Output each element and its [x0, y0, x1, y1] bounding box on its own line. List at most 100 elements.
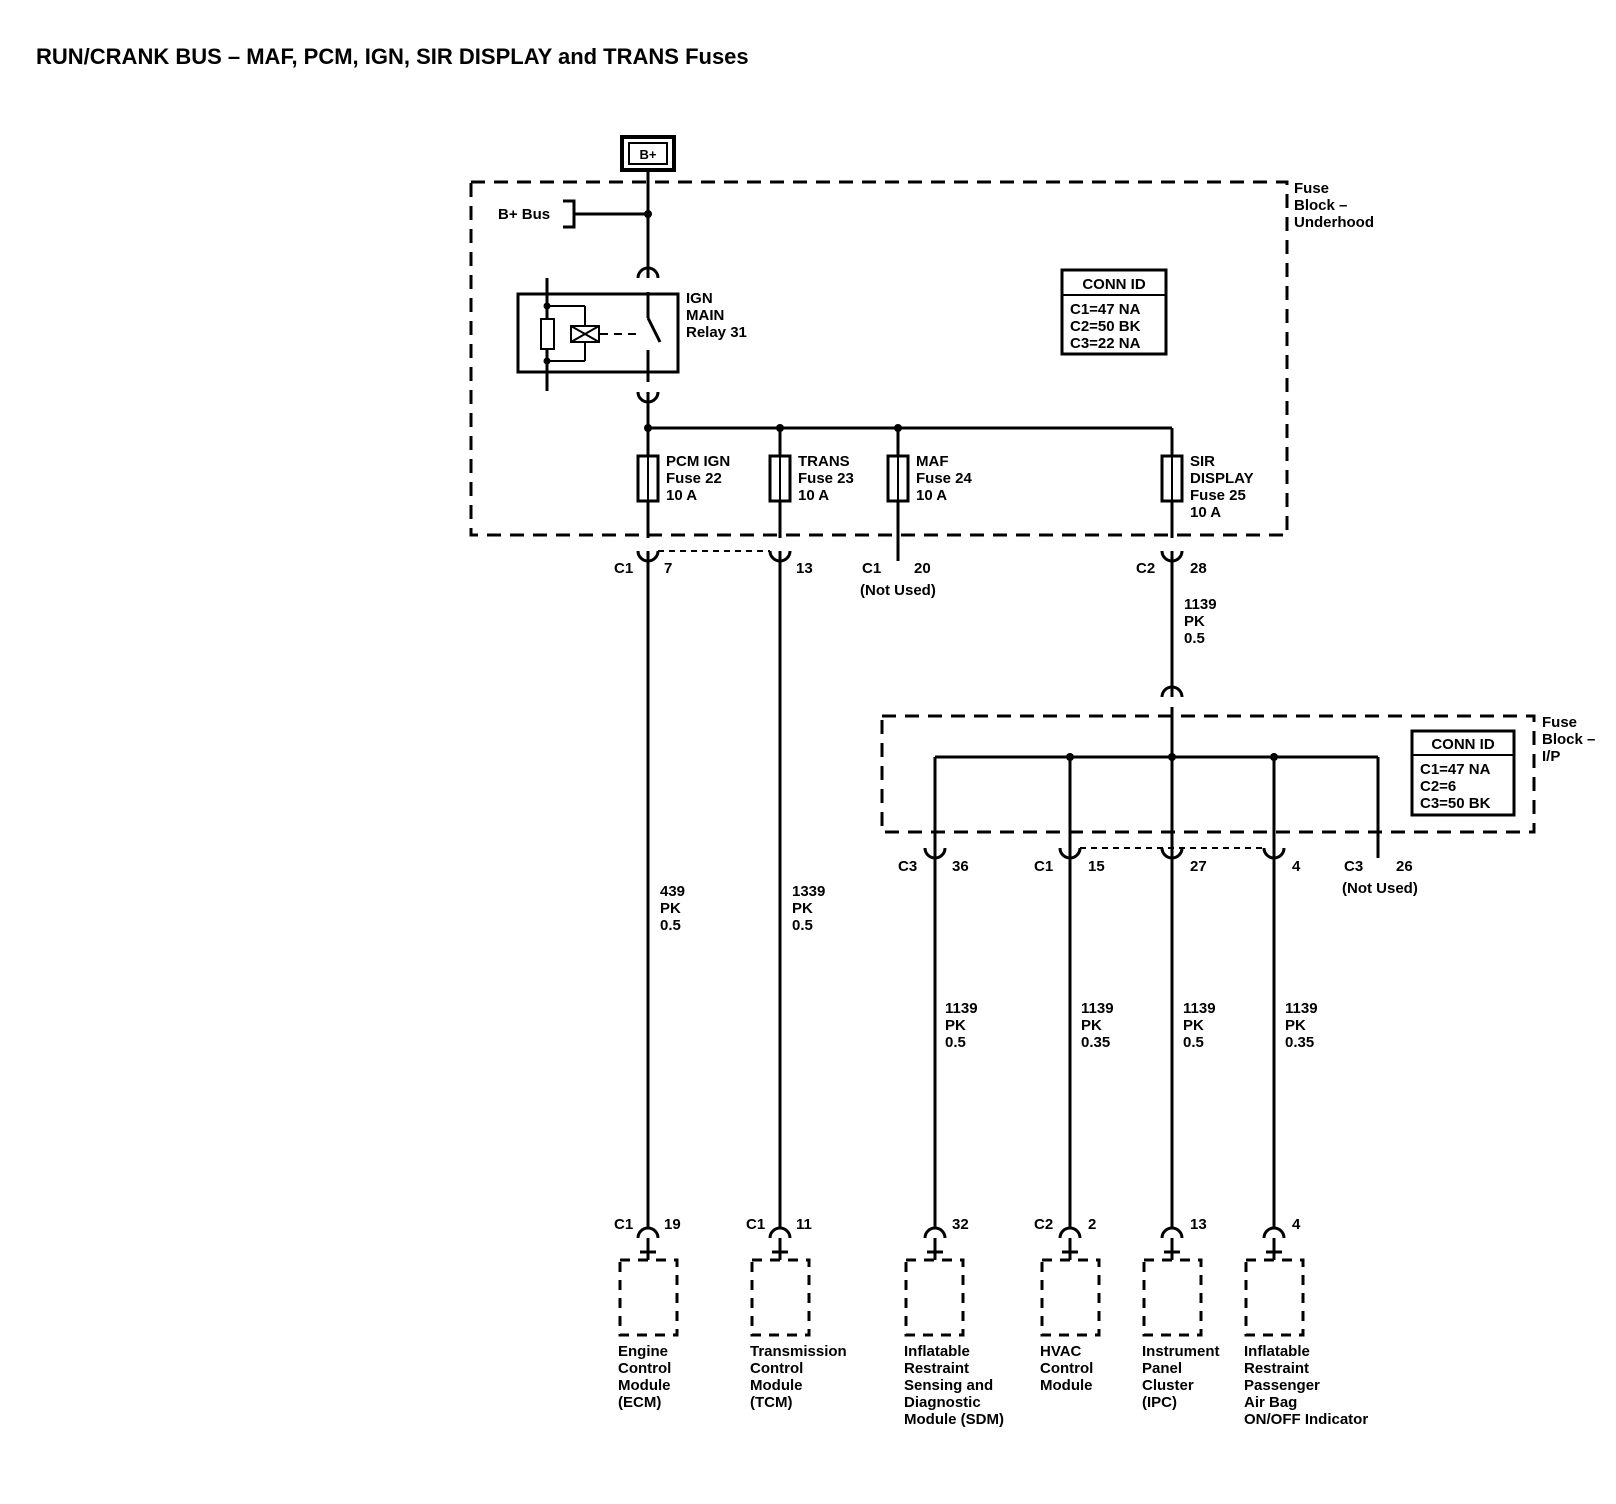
- wire-label-indicator: 1139 PK 0.35: [1285, 1000, 1318, 1051]
- fuse-block-ip: [880, 714, 1536, 834]
- fuse-sir-display: SIR DISPLAY Fuse 25 10 A: [1160, 428, 1254, 538]
- underhood-conn-id-header: CONN ID: [1082, 276, 1146, 293]
- b-plus-label: B+: [640, 147, 657, 162]
- feed-wire-color: PK: [1184, 613, 1205, 630]
- sdm-label-3: Sensing and: [904, 1377, 993, 1394]
- fuse-maf-line-2: Fuse 24: [916, 470, 973, 487]
- wire-ecm-number: 439: [660, 883, 685, 900]
- ip-pin-15: 15: [1088, 858, 1105, 875]
- ign-main-relay-label: IGN MAIN Relay 31: [686, 290, 747, 341]
- wire-indicator-number: 1139: [1285, 1000, 1318, 1017]
- fuse-trans-line-2: Fuse 23: [798, 470, 854, 487]
- tcm-label-2: Control: [750, 1360, 803, 1377]
- wire-label-ipc: 1139 PK 0.5: [1183, 1000, 1216, 1051]
- tcm-module: [750, 1226, 811, 1337]
- sdm-module: [904, 1226, 965, 1337]
- wire-indicator-gauge: 0.35: [1285, 1034, 1314, 1051]
- underhood-pin-7: 7: [664, 560, 672, 577]
- underhood-conn-id-box: CONN ID C1=47 NA C2=50 BK C3=22 NA: [1060, 268, 1168, 356]
- relay-input-terminal: [636, 266, 660, 279]
- ip-c3-label: C3: [898, 858, 917, 875]
- wire-ecm-gauge: 0.5: [660, 917, 681, 934]
- ipc-pin: 13: [1190, 1216, 1207, 1233]
- b-plus-bus-label: B+ Bus: [498, 206, 550, 223]
- relay-label-line-3: Relay 31: [686, 324, 747, 341]
- wire-hvac-number: 1139: [1081, 1000, 1114, 1017]
- wire-hvac-color: PK: [1081, 1017, 1102, 1034]
- ecm-label: Engine Control Module (ECM): [618, 1343, 671, 1411]
- underhood-conn-id-line-2: C2=50 BK: [1070, 318, 1141, 335]
- ecm-module: [618, 1226, 679, 1337]
- wire-label-tcm: 1339 PK 0.5: [792, 883, 825, 934]
- diagram-title: RUN/CRANK BUS – MAF, PCM, IGN, SIR DISPL…: [36, 44, 749, 69]
- ipc-label: Instrument Panel Cluster (IPC): [1142, 1343, 1220, 1411]
- ip-c1-label: C1: [1034, 858, 1053, 875]
- ip-conn-id-line-2: C2=6: [1420, 778, 1456, 795]
- tcm-label-1: Transmission: [750, 1343, 847, 1360]
- ip-input-terminal: [1160, 685, 1184, 698]
- ecm-connector: C1: [614, 1216, 633, 1233]
- wire-tcm-color: PK: [792, 900, 813, 917]
- fuse-maf-line-1: MAF: [916, 453, 949, 470]
- fuse-trans-line-1: TRANS: [798, 453, 850, 470]
- fuse-block-underhood-label: Fuse Block – Underhood: [1294, 180, 1374, 231]
- sdm-label-2: Restraint: [904, 1360, 969, 1377]
- ip-not-used-note: (Not Used): [1342, 880, 1418, 897]
- underhood-label-line-2: Block –: [1294, 197, 1347, 214]
- underhood-c1-label: C1: [614, 560, 633, 577]
- ip-pin-27: 27: [1190, 858, 1207, 875]
- indicator-module: [1244, 1226, 1305, 1337]
- ign-main-relay: [516, 278, 680, 391]
- relay-label-line-2: MAIN: [686, 307, 724, 324]
- indicator-label-1: Inflatable: [1244, 1343, 1310, 1360]
- indicator-pin: 4: [1292, 1216, 1301, 1233]
- wire-indicator-color: PK: [1285, 1017, 1306, 1034]
- b-plus-bus-bracket: [563, 199, 576, 229]
- fuse-sir-line-4: 10 A: [1190, 504, 1221, 521]
- tcm-label-4: (TCM): [750, 1394, 792, 1411]
- wire-label-sdm: 1139 PK 0.5: [945, 1000, 978, 1051]
- hvac-connector: C2: [1034, 1216, 1053, 1233]
- fuse-maf-line-3: 10 A: [916, 487, 947, 504]
- wire-ipc-gauge: 0.5: [1183, 1034, 1204, 1051]
- ip-label-line-1: Fuse: [1542, 714, 1577, 731]
- wire-ipc-color: PK: [1183, 1017, 1204, 1034]
- underhood-conn-id-line-1: C1=47 NA: [1070, 301, 1141, 318]
- sdm-label-4: Diagnostic: [904, 1394, 981, 1411]
- hvac-label-2: Control: [1040, 1360, 1093, 1377]
- underhood-pin-13: 13: [796, 560, 813, 577]
- ipc-module: [1142, 1226, 1203, 1337]
- b-plus-source: B+: [620, 135, 676, 172]
- maf-not-used-note: (Not Used): [860, 582, 936, 599]
- feed-wire-gauge: 0.5: [1184, 630, 1205, 647]
- wire-sdm-color: PK: [945, 1017, 966, 1034]
- ip-conn-id-line-1: C1=47 NA: [1420, 761, 1491, 778]
- ip-pin-4: 4: [1292, 858, 1301, 875]
- sdm-label: Inflatable Restraint Sensing and Diagnos…: [904, 1343, 1004, 1428]
- ip-label-line-2: Block –: [1542, 731, 1595, 748]
- fuse-pcm-ign: PCM IGN Fuse 22 10 A: [636, 428, 730, 538]
- feed-wire-number: 1139: [1184, 596, 1217, 613]
- underhood-label-line-3: Underhood: [1294, 214, 1374, 231]
- underhood-pin-28: 28: [1190, 560, 1207, 577]
- wire-tcm-gauge: 0.5: [792, 917, 813, 934]
- indicator-label-2: Restraint: [1244, 1360, 1309, 1377]
- fuse-trans: TRANS Fuse 23 10 A: [768, 428, 854, 538]
- sdm-label-5: Module (SDM): [904, 1411, 1004, 1428]
- ecm-label-1: Engine: [618, 1343, 668, 1360]
- wire-ipc-number: 1139: [1183, 1000, 1216, 1017]
- indicator-label-3: Passenger: [1244, 1377, 1320, 1394]
- ip-conn-id-line-3: C3=50 BK: [1420, 795, 1491, 812]
- ip-c3-26-label: C3: [1344, 858, 1363, 875]
- ipc-label-2: Panel: [1142, 1360, 1182, 1377]
- wire-hvac-gauge: 0.35: [1081, 1034, 1110, 1051]
- fuse-sir-line-1: SIR: [1190, 453, 1215, 470]
- ecm-label-3: Module: [618, 1377, 671, 1394]
- hvac-label: HVAC Control Module: [1040, 1343, 1093, 1394]
- wire-sdm-gauge: 0.5: [945, 1034, 966, 1051]
- ipc-label-4: (IPC): [1142, 1394, 1177, 1411]
- wire-tcm-number: 1339: [792, 883, 825, 900]
- underhood-conn-id-line-3: C3=22 NA: [1070, 335, 1141, 352]
- ipc-label-1: Instrument: [1142, 1343, 1220, 1360]
